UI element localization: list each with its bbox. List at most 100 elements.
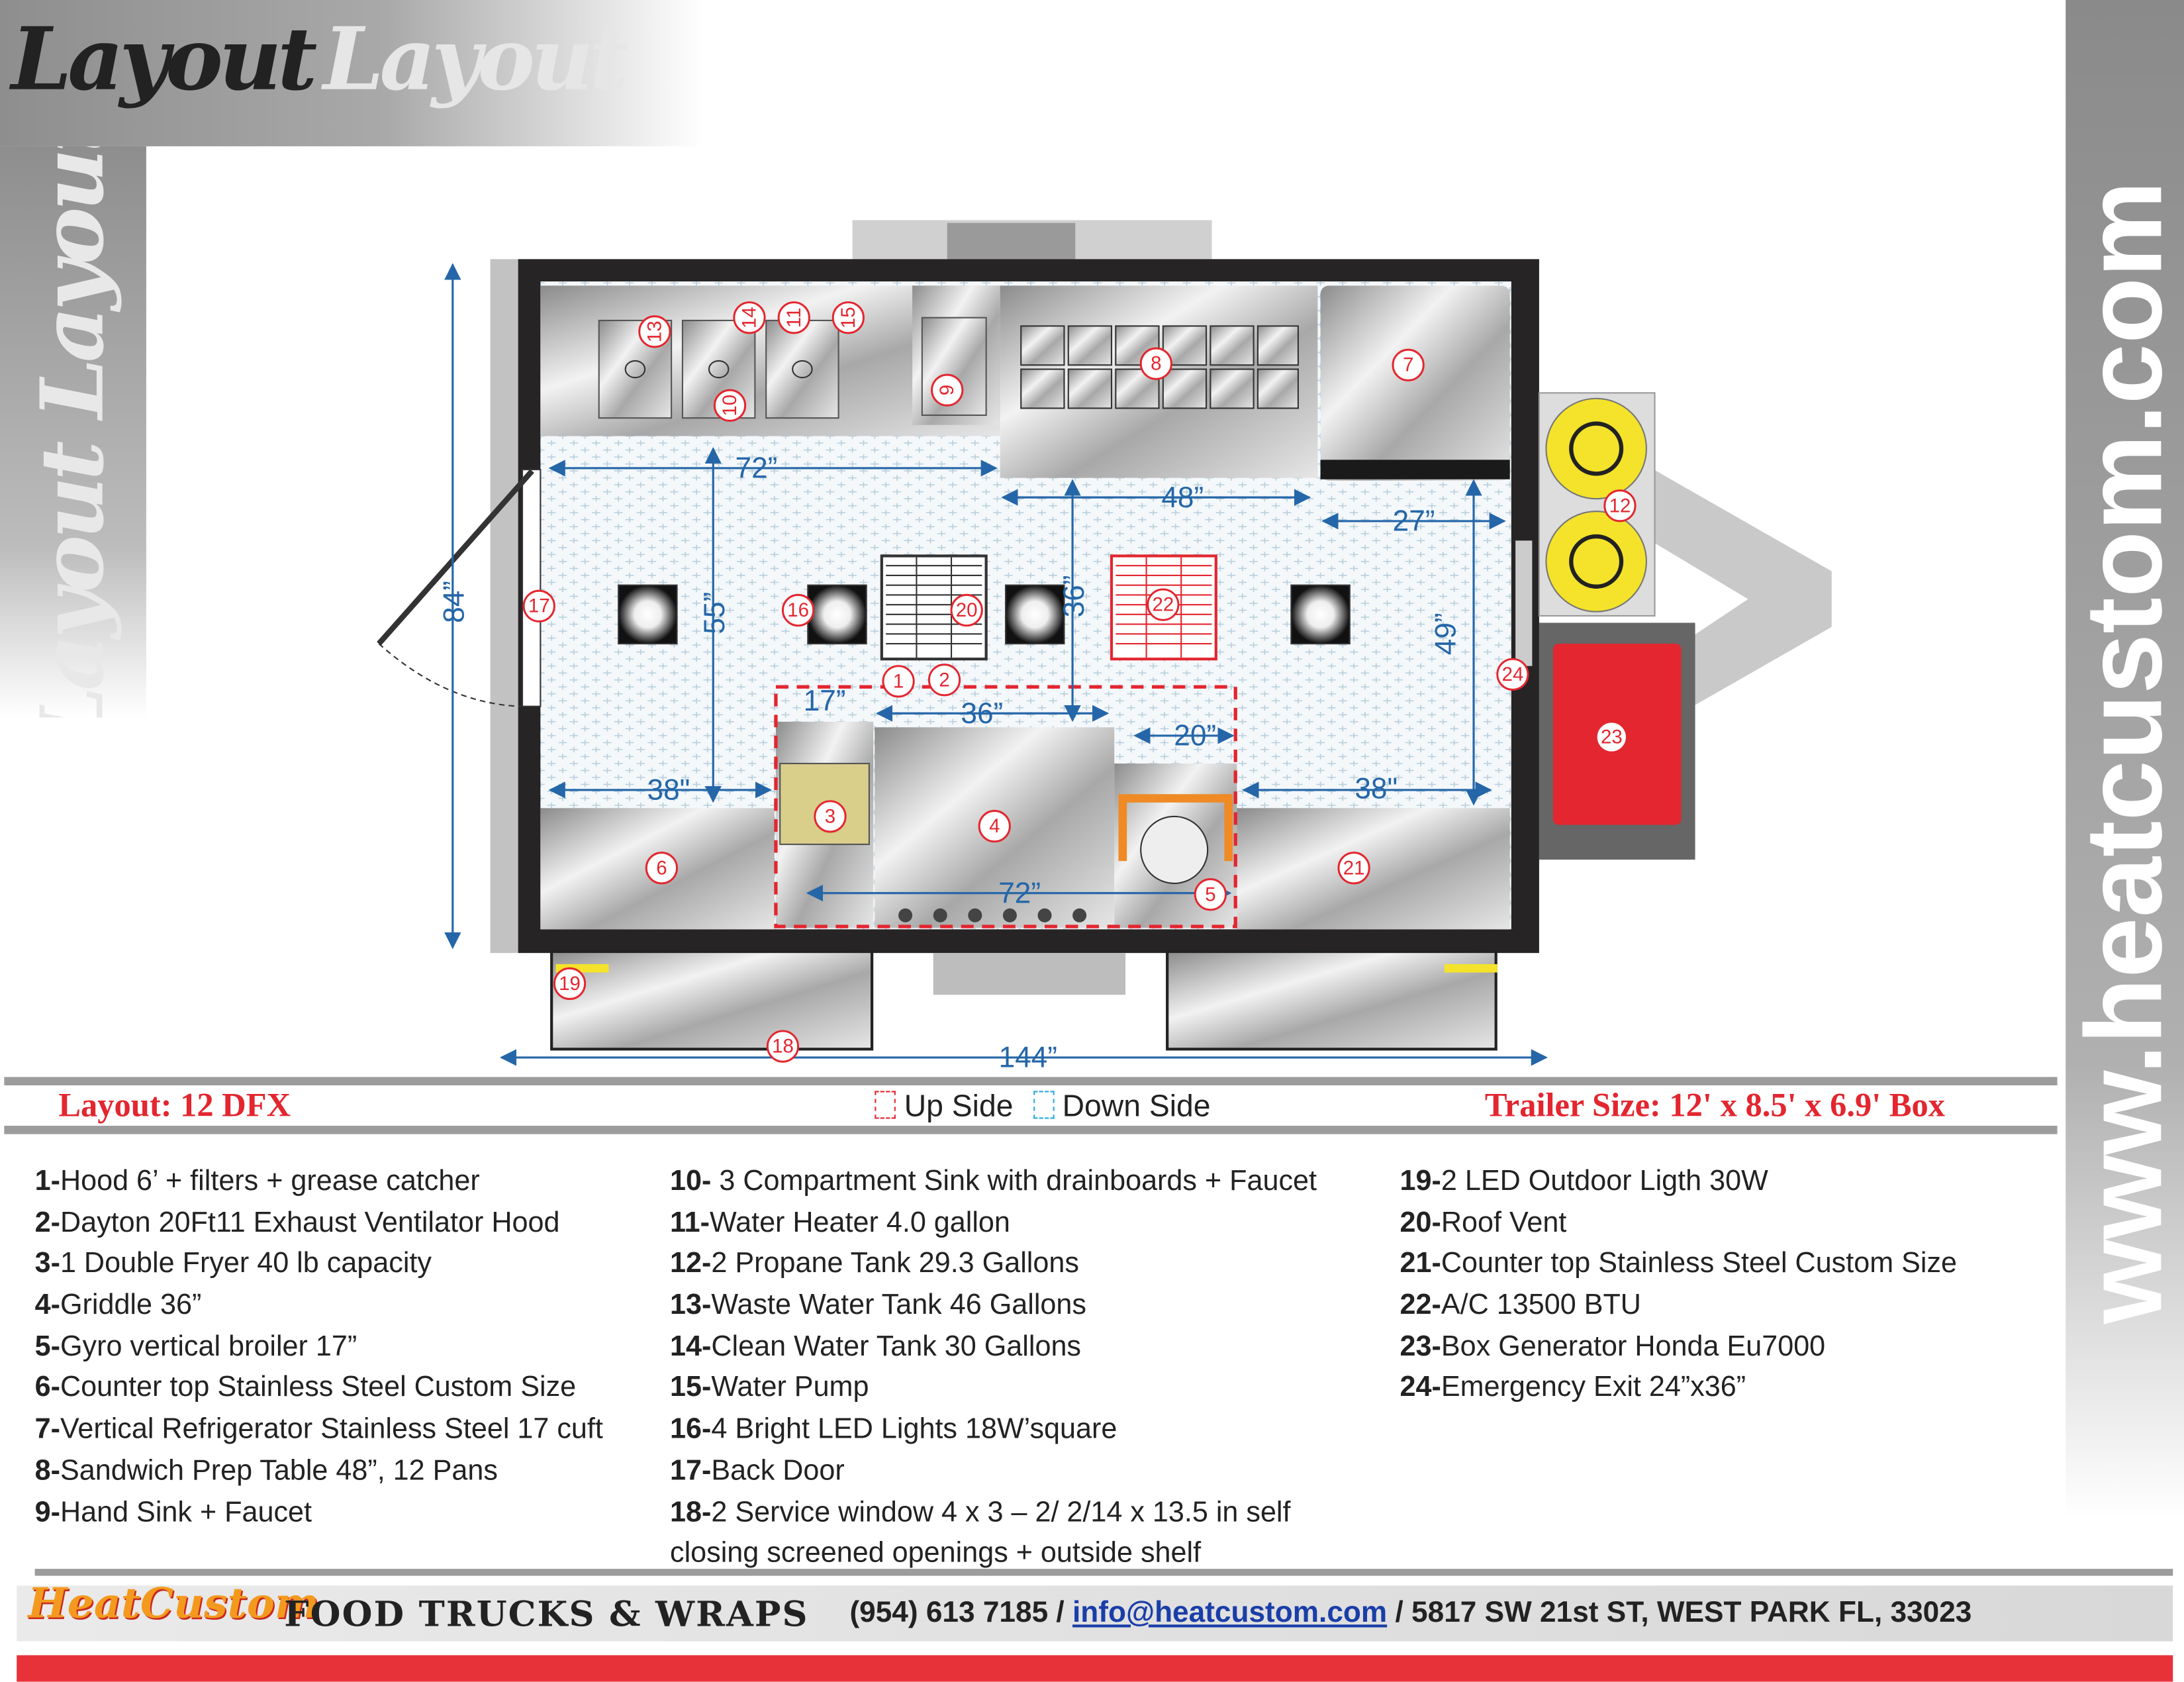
legend-number: 20- xyxy=(1400,1206,1441,1238)
dim-72-top: 72” xyxy=(736,452,778,485)
led-lights xyxy=(618,584,1351,645)
legend-item: 5-Gyro vertical broiler 17” xyxy=(35,1326,603,1367)
legend-item: 17-Back Door xyxy=(670,1450,1317,1491)
legend-text: Clean Water Tank 30 Gallons xyxy=(711,1330,1081,1363)
legend-number: 10- xyxy=(670,1164,712,1197)
dim-20: 20” xyxy=(1174,720,1216,752)
badge-21: 21 xyxy=(1343,857,1365,879)
legend-number: 23- xyxy=(1400,1330,1441,1363)
dim-38-right: 38" xyxy=(1354,773,1398,805)
dimension-lines xyxy=(444,263,1548,1066)
contact-line: (954) 613 7185 / info@heatcustom.com / 5… xyxy=(849,1597,1971,1630)
legend-text: Box Generator Honda Eu7000 xyxy=(1441,1330,1826,1363)
dim-36-aisle: 36” xyxy=(1058,575,1090,618)
dim-27: 27” xyxy=(1393,505,1435,538)
legend-text: Gyro vertical broiler 17” xyxy=(60,1330,357,1363)
legend-number: 8- xyxy=(34,1454,60,1487)
up-side-label: Up Side xyxy=(904,1088,1014,1123)
badge-11: 11 xyxy=(783,307,805,328)
legend-text: 3 Compartment Sink with drainboards + Fa… xyxy=(711,1164,1317,1197)
legend-number: 19- xyxy=(1400,1164,1441,1197)
legend-text: 2 Service window 4 x 3 – 2/ 2/14 x 13.5 … xyxy=(711,1495,1291,1528)
up-side-swatch xyxy=(875,1091,896,1119)
legend-column-2: 10- 3 Compartment Sink with drainboards … xyxy=(670,1161,1317,1575)
badge-10: 10 xyxy=(719,395,741,417)
legend-text: Emergency Exit 24”x36” xyxy=(1441,1371,1746,1404)
legend-text: A/C 13500 BTU xyxy=(1441,1289,1641,1321)
legend-text: closing screened openings + outside shel… xyxy=(670,1537,1202,1569)
header-banner: Layout Layout xyxy=(0,0,704,146)
separator: / xyxy=(1048,1597,1073,1629)
counter-top-right xyxy=(1237,808,1510,930)
legend-item: 14-Clean Water Tank 30 Gallons xyxy=(670,1326,1317,1367)
legend-item: 23-Box Generator Honda Eu7000 xyxy=(1400,1326,1958,1367)
down-side-swatch xyxy=(1033,1091,1054,1119)
back-door xyxy=(521,468,542,707)
legend-number: 17- xyxy=(670,1454,712,1487)
footer-red-bar xyxy=(17,1655,2173,1682)
dim-17: 17” xyxy=(804,685,846,717)
legend-text: 4 Bright LED Lights 18W’square xyxy=(711,1412,1117,1446)
legend-text: 2 Propane Tank 29.3 Gallons xyxy=(711,1247,1079,1280)
badge-6: 6 xyxy=(656,857,667,879)
badge-18: 18 xyxy=(772,1036,794,1058)
badge-13: 13 xyxy=(643,321,665,342)
legend-item: 8-Sandwich Prep Table 48”, 12 Pans xyxy=(35,1450,603,1491)
legend-text: Griddle 36” xyxy=(60,1289,202,1321)
badge-8: 8 xyxy=(1151,353,1161,375)
badge-22: 22 xyxy=(1152,594,1174,616)
legend-text: Vertical Refrigerator Stainless Steel 17… xyxy=(60,1412,603,1446)
legend-number: 14- xyxy=(670,1330,712,1363)
dim-36-griddle: 36” xyxy=(961,697,1003,730)
dim-72-cookline: 72” xyxy=(998,877,1041,909)
legend-text: Waste Water Tank 46 Gallons xyxy=(711,1289,1086,1321)
badge-7: 7 xyxy=(1403,354,1413,376)
floor-plan: 72” 48” 27” 84” 55” 36” 49” 17” 36” 20” … xyxy=(377,220,1832,1074)
phone: (954) 613 7185 xyxy=(849,1597,1049,1629)
legend-text: Back Door xyxy=(711,1454,845,1487)
badge-9: 9 xyxy=(936,385,958,395)
header-title-dark: Layout xyxy=(11,8,318,111)
legend-number: 11- xyxy=(670,1206,710,1238)
legend-number: 1- xyxy=(34,1164,60,1197)
email-link[interactable]: info@heatcustom.com xyxy=(1072,1597,1388,1629)
legend-item: 3-1 Double Fryer 40 lb capacity xyxy=(35,1244,603,1285)
badge-17: 17 xyxy=(528,595,550,617)
down-side-label: Down Side xyxy=(1062,1088,1211,1123)
legend-text: 1 Double Fryer 40 lb capacity xyxy=(60,1247,432,1280)
layout-name: Layout: 12 DFX xyxy=(58,1088,291,1124)
legend-item: 6-Counter top Stainless Steel Custom Siz… xyxy=(35,1367,603,1409)
dim-55: 55” xyxy=(698,592,731,634)
legend-item: 20-Roof Vent xyxy=(1400,1202,1958,1243)
emergency-exit xyxy=(1515,540,1533,666)
item-badges: 1 2 3 4 5 6 7 8 9 10 11 12 13 14 15 16 1… xyxy=(522,301,1637,1063)
badge-16: 16 xyxy=(787,599,809,621)
legend-number: 4- xyxy=(34,1289,60,1321)
divider-top xyxy=(4,1077,2058,1086)
legend-item: 21-Counter top Stainless Steel Custom Si… xyxy=(1400,1244,1958,1285)
legend-item: 15-Water Pump xyxy=(670,1367,1317,1409)
badge-20: 20 xyxy=(956,599,978,621)
legend-number: 24- xyxy=(1400,1371,1441,1404)
legend-item: 1-Hood 6’ + filters + grease catcher xyxy=(35,1161,603,1202)
badge-1: 1 xyxy=(893,670,904,692)
address: 5817 SW 21st ST, WEST PARK FL, 33023 xyxy=(1411,1597,1972,1629)
right-side-banner: www.heatcustom.com xyxy=(2065,0,2184,1519)
legend-number: 5- xyxy=(34,1330,60,1363)
dim-48: 48” xyxy=(1161,481,1204,514)
header-title-light: Layout xyxy=(323,8,630,111)
legend-text: Counter top Stainless Steel Custom Size xyxy=(1441,1247,1958,1280)
dim-49: 49” xyxy=(1430,613,1462,655)
legend-number: 2- xyxy=(34,1206,60,1238)
legend-text: Sandwich Prep Table 48”, 12 Pans xyxy=(60,1454,498,1487)
legend-number: 22- xyxy=(1400,1289,1441,1321)
badge-12: 12 xyxy=(1609,495,1631,517)
legend-text: Hood 6’ + filters + grease catcher xyxy=(60,1164,480,1197)
badge-2: 2 xyxy=(939,669,949,691)
badge-24: 24 xyxy=(1502,664,1524,685)
legend-number: 6- xyxy=(34,1371,60,1404)
footer-divider xyxy=(34,1569,2173,1576)
badge-19: 19 xyxy=(559,973,581,995)
